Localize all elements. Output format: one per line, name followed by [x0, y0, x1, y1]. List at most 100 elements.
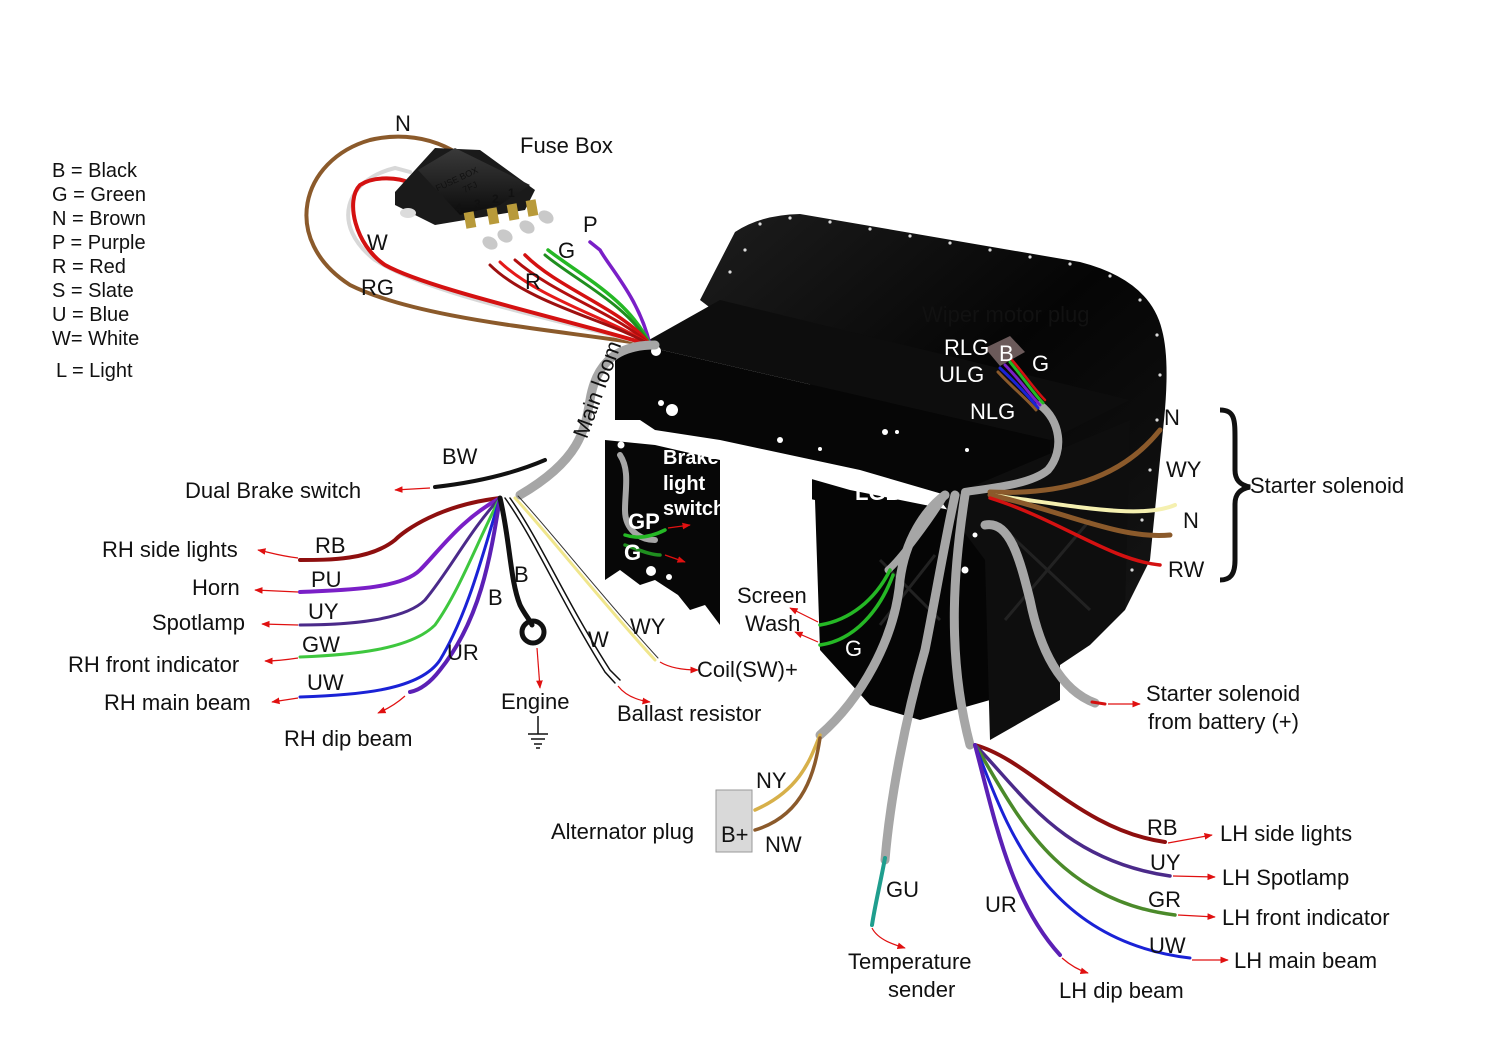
arrows — [254, 486, 1229, 975]
alternator-b-plus: B+ — [721, 822, 749, 847]
wiper-ulg: ULG — [939, 362, 984, 387]
legend-item-slate: S = Slate — [52, 280, 134, 302]
starter-title: Starter solenoid — [1250, 473, 1404, 498]
gw-code: GW — [302, 632, 340, 657]
alternator-nw: NW — [765, 832, 802, 857]
legend-item-light: L = Light — [56, 360, 133, 382]
alternator-label: Alternator plug — [551, 819, 694, 844]
temp-label-1: Temperature — [848, 949, 972, 974]
fuse-terminal-1: 1 — [508, 186, 515, 200]
wy-code-left: WY — [630, 614, 666, 639]
uw-code-left: UW — [307, 670, 344, 695]
lh-main-label: LH main beam — [1234, 948, 1377, 973]
wiper-b: B — [999, 341, 1014, 366]
w-code-left: W — [588, 627, 609, 652]
lh-side-label: LH side lights — [1220, 821, 1352, 846]
dual-brake-label: Dual Brake switch — [185, 478, 361, 503]
fuse-terminal-3: 3 — [474, 197, 481, 211]
fuse-wire-n: N — [395, 111, 411, 136]
legend-item-white: W= White — [52, 328, 139, 350]
battery-label-2: from battery (+) — [1148, 709, 1299, 734]
ground-icon — [528, 716, 548, 749]
engine-label: Engine — [501, 689, 570, 714]
starter-rw: RW — [1168, 557, 1204, 582]
fuse-wire-r: R — [525, 269, 541, 294]
coil-label: Coil(SW)+ — [697, 657, 798, 682]
spotlamp-label: Spotlamp — [152, 610, 245, 635]
screen-wash-wires — [818, 568, 895, 647]
fuse-terminal-4: 4 — [455, 201, 462, 215]
lh-front-ind-label: LH front indicator — [1222, 905, 1390, 930]
b-code-2: B — [488, 585, 503, 610]
wiper-motor-plug — [985, 336, 1025, 366]
wiper-g: G — [1032, 351, 1049, 376]
ur-code-left: UR — [447, 640, 479, 665]
ur-code-right: UR — [985, 892, 1017, 917]
gr-code: GR — [1148, 887, 1181, 912]
starter-n1: N — [1164, 405, 1180, 430]
fuse-terminal-2: 2 — [492, 192, 499, 206]
lgb-code: LGB — [855, 480, 901, 505]
alternator-wires — [753, 733, 822, 832]
battery-b-code: B — [1066, 703, 1079, 725]
fuse-wire-p: P — [583, 212, 598, 237]
fuse-wire-w: W — [367, 230, 388, 255]
battery-wire-end — [1090, 700, 1107, 706]
legend-item-purple: P = Purple — [52, 232, 146, 254]
pu-code: PU — [311, 567, 342, 592]
starter-wy: WY — [1166, 457, 1202, 482]
rb-code-right: RB — [1147, 815, 1178, 840]
fuse-wire-g: G — [558, 238, 575, 263]
temp-sender-wire — [870, 856, 887, 927]
uw-code-right: UW — [1149, 933, 1186, 958]
gp-code: GP — [628, 509, 660, 534]
temp-label-2: sender — [888, 977, 955, 1002]
horn-label: Horn — [192, 575, 240, 600]
legend-item-black: B = Black — [52, 160, 138, 182]
main-loom — [515, 340, 1100, 865]
screen-wash-label-2: Wash — [745, 611, 800, 636]
brake-light-label-1: Brake — [663, 447, 719, 469]
lh-dip-label: LH dip beam — [1059, 978, 1184, 1003]
fuse-box: FUSE BOX 7FJ 4 3 2 1 — [395, 148, 554, 250]
legend-item-brown: N = Brown — [52, 208, 146, 230]
fuse-box-title: Fuse Box — [520, 133, 613, 158]
left-branch-wires — [298, 458, 659, 699]
rh-main-label: RH main beam — [104, 690, 251, 715]
rb-code-left: RB — [315, 533, 346, 558]
fuse-wire-rg: RG — [361, 275, 394, 300]
brake-light-label-3: switch — [663, 498, 725, 520]
rh-front-ind-label: RH front indicator — [68, 652, 239, 677]
legend-item-green: G = Green — [52, 184, 146, 206]
screen-wash-g: G — [845, 636, 862, 661]
alternator-ny: NY — [756, 768, 787, 793]
alternator-plug-body — [715, 789, 753, 853]
uy-code-right: UY — [1150, 850, 1181, 875]
engine-ring-terminal — [519, 618, 547, 646]
wiper-nlg: NLG — [970, 399, 1015, 424]
ballast-label: Ballast resistor — [617, 701, 761, 726]
color-legend: B = Black G = Green N = Brown P = Purple… — [52, 160, 146, 382]
legend-item-blue: U = Blue — [52, 304, 129, 326]
brake-light-label-2: light — [663, 473, 706, 495]
rh-side-label: RH side lights — [102, 537, 238, 562]
lh-branch-wires — [973, 743, 1192, 960]
starter-brace-icon — [1219, 407, 1251, 583]
brake-light-wires — [623, 528, 667, 557]
starter-wires — [987, 427, 1177, 567]
brake-g-code: G — [624, 540, 641, 565]
battery-label-1: Starter solenoid — [1146, 681, 1300, 706]
bw-code: BW — [442, 444, 478, 469]
lh-spot-label: LH Spotlamp — [1222, 865, 1349, 890]
wiper-rlg: RLG — [944, 335, 989, 360]
legend-item-red: R = Red — [52, 256, 126, 278]
fuse-box-wires — [304, 134, 652, 347]
wiper-title: Wiper motor plug — [922, 302, 1090, 327]
temp-gu: GU — [886, 877, 919, 902]
rh-dip-label: RH dip beam — [284, 726, 412, 751]
screen-wash-label-1: Screen — [737, 583, 807, 608]
uy-code-left: UY — [308, 599, 339, 624]
b-code-1: B — [514, 562, 529, 587]
starter-n2: N — [1183, 508, 1199, 533]
